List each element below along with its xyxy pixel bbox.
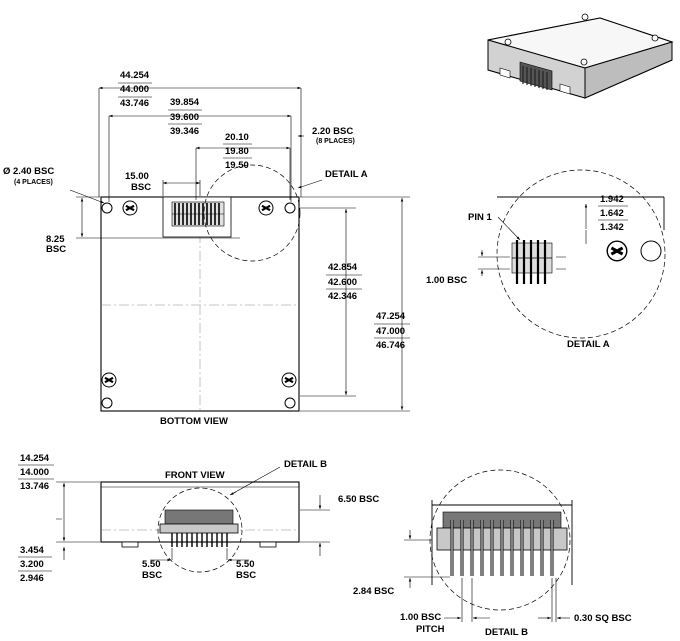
mounting-hole xyxy=(101,202,113,214)
hole-span-min: 39.346 xyxy=(170,126,199,137)
screw xyxy=(280,371,298,389)
detail-b-circle xyxy=(157,487,243,573)
standoff-max: 3.454 xyxy=(20,545,44,556)
right-gap: 5.50 xyxy=(236,559,255,570)
detail-b: 2.84 BSC 1.00 BSC PITCH DETAIL B 0.30 SQ… xyxy=(353,469,632,638)
standoff-min: 2.946 xyxy=(20,573,44,584)
hole-span-nom: 39.600 xyxy=(170,112,199,123)
mounting-hole xyxy=(101,397,113,409)
detail-a-dim-min: 1.342 xyxy=(600,222,624,233)
detail-a-circle xyxy=(203,164,301,262)
detail-b-title: DETAIL B xyxy=(485,627,528,638)
screw xyxy=(605,239,629,263)
hole-dia-note: (4 PLACES) xyxy=(14,179,53,186)
top-offset-label: 8.25 xyxy=(46,234,65,245)
front-view: FRONT VIEW DETAIL B 14.254 14.000 13.746… xyxy=(18,453,379,584)
front-height-max: 14.254 xyxy=(20,453,50,464)
detail-a-pins xyxy=(511,240,553,284)
mounting-hole xyxy=(284,397,296,409)
mounting-hole xyxy=(284,202,296,214)
height-min: 46.746 xyxy=(376,340,405,351)
hole-span-max: 39.854 xyxy=(170,97,200,108)
connector-pins-bottom xyxy=(171,201,225,227)
bottom-view-title: BOTTOM VIEW xyxy=(160,416,228,427)
front-connector xyxy=(159,509,239,547)
pin1-label: PIN 1 xyxy=(468,212,492,223)
width-min: 43.746 xyxy=(120,98,149,109)
detail-b-pin-width: 0.30 SQ BSC xyxy=(574,613,632,624)
detail-b-pitch: 1.00 BSC xyxy=(400,612,441,623)
detail-b-pins xyxy=(450,520,554,576)
inner-h-max: 42.854 xyxy=(328,262,358,273)
detail-a-dim-nom: 1.642 xyxy=(600,208,624,219)
edge-clear-label: 2.20 BSC xyxy=(312,126,353,137)
front-height-min: 13.746 xyxy=(20,481,49,492)
conn-offset-label: 15.00 xyxy=(125,171,149,182)
conn-span-max: 20.10 xyxy=(225,132,249,143)
inner-h-nom: 42.600 xyxy=(328,277,357,288)
conn-span-nom: 19.80 xyxy=(225,146,249,157)
left-gap-bsc: BSC xyxy=(142,570,162,581)
edge-clear-note: (8 PLACES) xyxy=(316,138,355,145)
right-gap-bsc: BSC xyxy=(236,570,256,581)
height-max: 47.254 xyxy=(376,311,406,322)
hole-dia-label: Ø 2.40 BSC xyxy=(3,166,54,177)
bottom-view: 44.254 44.000 43.746 39.854 39.600 39.34… xyxy=(3,70,410,427)
conn-span-min: 19.50 xyxy=(225,160,249,171)
screw xyxy=(100,371,118,389)
width-max: 44.254 xyxy=(120,70,150,81)
detail-a-dim-max: 1.942 xyxy=(600,194,624,205)
front-height-nom: 14.000 xyxy=(20,467,49,478)
height-nom: 47.000 xyxy=(376,326,405,337)
detail-b-callout: DETAIL B xyxy=(284,459,327,470)
left-gap: 5.50 xyxy=(142,559,161,570)
front-view-title: FRONT VIEW xyxy=(165,470,225,481)
top-offset-bsc: BSC xyxy=(46,244,66,255)
module-3d-illustration xyxy=(487,13,674,99)
detail-a-callout: DETAIL A xyxy=(325,169,368,180)
detail-b-pitch-word: PITCH xyxy=(416,624,445,635)
pin-len-label: 6.50 BSC xyxy=(338,494,379,505)
inner-h-min: 42.346 xyxy=(328,291,357,302)
detail-b-height: 2.84 BSC xyxy=(353,586,394,597)
detail-a-enlarged-circle xyxy=(496,169,666,339)
width-nom: 44.000 xyxy=(120,84,149,95)
detail-a-pitch: 1.00 BSC xyxy=(426,275,467,286)
conn-offset-bsc: BSC xyxy=(131,182,151,193)
detail-a-title: DETAIL A xyxy=(567,339,610,350)
screw xyxy=(257,199,275,217)
standoff-nom: 3.200 xyxy=(20,559,44,570)
detail-a: PIN 1 1.00 BSC 1.942 1.642 1.342 DETAIL … xyxy=(426,169,666,350)
screw xyxy=(121,199,139,217)
